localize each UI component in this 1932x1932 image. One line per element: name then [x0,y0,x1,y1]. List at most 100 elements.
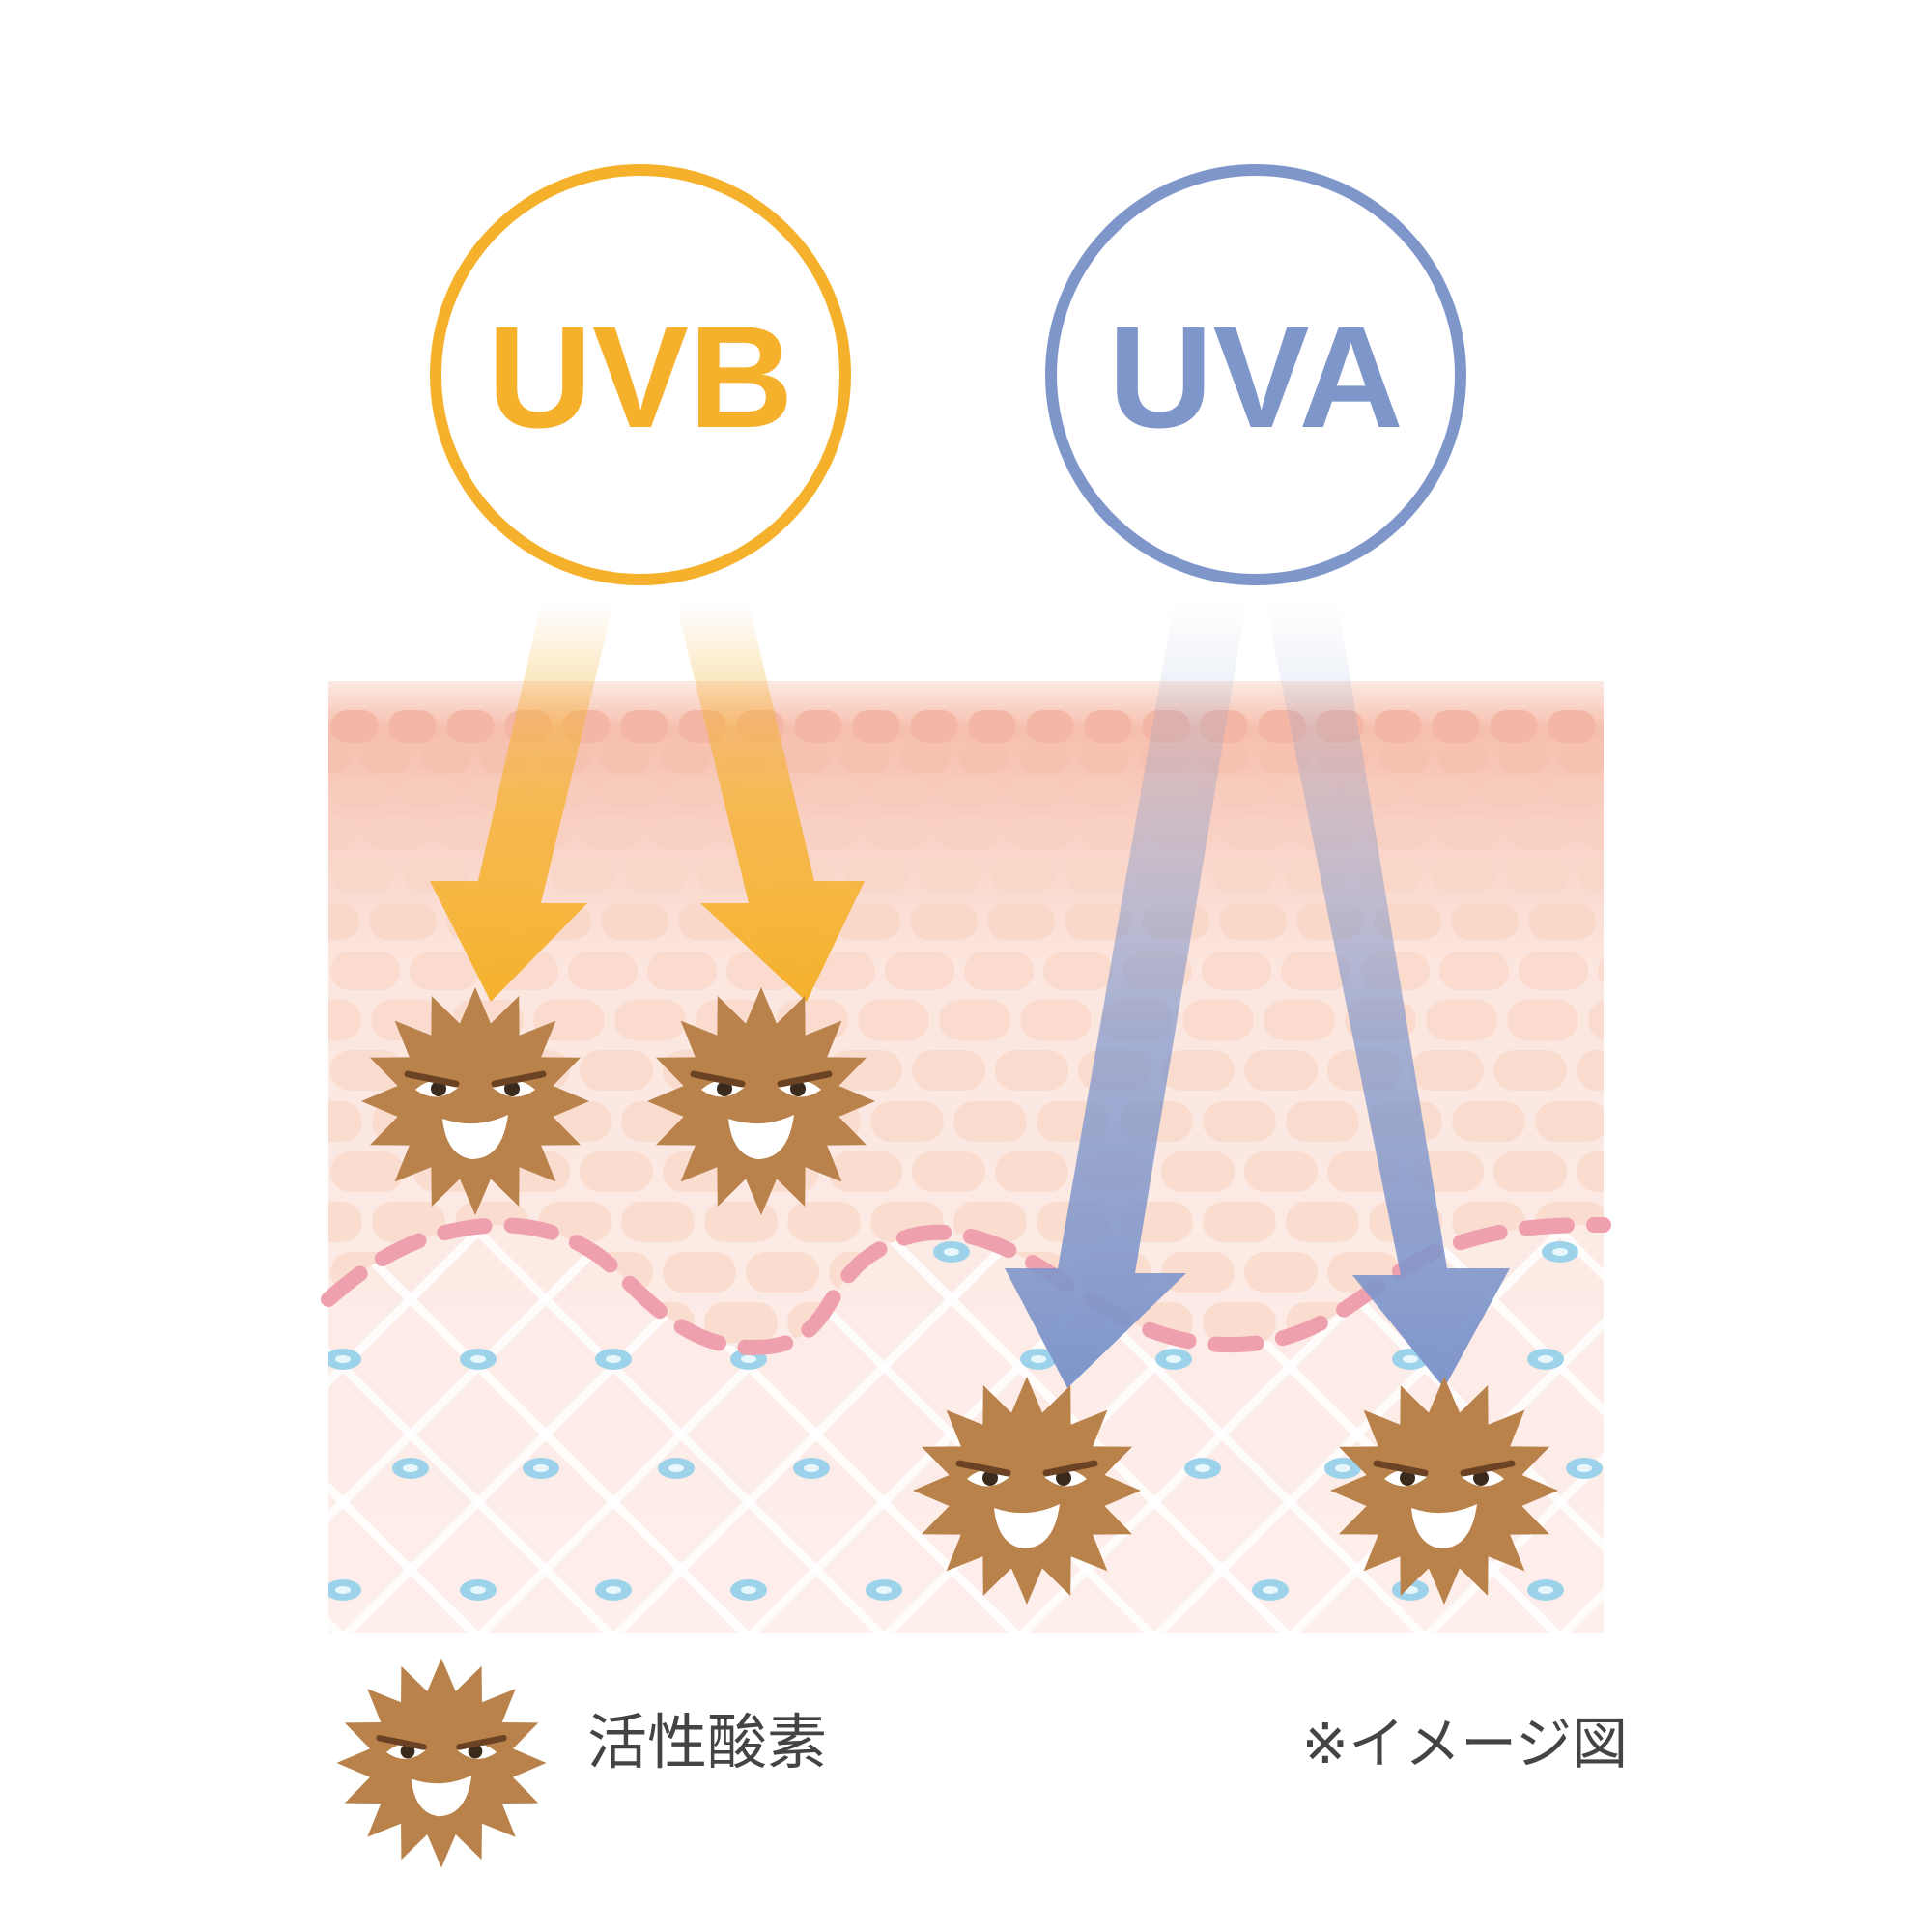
epidermis-cell [1493,1050,1567,1091]
uva-arrows [1005,604,1510,1388]
epidermis-cell [1202,952,1271,990]
epidermis-cell [366,816,428,849]
reactive-oxygen-icon [913,1377,1141,1605]
dermis-dot-highlight [1263,1586,1278,1594]
epidermis-cell [746,1252,819,1293]
epidermis-cell [438,816,499,849]
epidermis-cell [704,1202,778,1242]
epidermis-cell [663,1252,736,1293]
epidermis-cell [899,744,950,773]
epidermis-cell [1203,1101,1276,1142]
epidermis-cell [1065,903,1132,940]
epidermis-cell [910,903,978,940]
ros-brow-left [404,1070,460,1088]
dermis-dot-highlight [470,1586,486,1594]
reactive-oxygen-group [361,987,1558,1605]
ros-pupil-right [468,1744,483,1759]
epidermis-cell [551,858,614,891]
epidermis-cell [580,1151,653,1192]
epidermis-cell [912,1151,985,1192]
epidermis-cell [871,778,929,807]
ros-mouth [442,1115,508,1159]
dermis-dot-highlight [876,1586,892,1594]
dermis-dot-highlight [1403,1355,1418,1363]
epidermis-cell [1378,744,1429,773]
uvb-arrows [430,604,865,1002]
epidermis-cell [870,1101,944,1142]
epidermis-cell [581,816,642,849]
epidermis-cell [1598,952,1604,990]
epidermis-cell [1074,778,1132,807]
ros-brow-left [376,1735,427,1750]
ros-brow-right [491,1070,547,1088]
uvb-arrow-right [676,604,865,1002]
epidermis-cell [991,858,1055,891]
epidermis-cell [1505,858,1569,891]
lattice-line [595,1225,1037,1633]
dermis-dot-highlight [1031,1355,1046,1363]
dermis-dot-highlight [335,1586,351,1594]
epidermis-cell [918,858,981,891]
dermis-dot-highlight [1166,1355,1181,1363]
epidermis-cell [1374,710,1422,743]
uvb-label: UVB [488,296,794,458]
ros-pupil-right [1056,1470,1071,1486]
epidermis-cell [995,1050,1068,1091]
epidermis-cell [1451,903,1519,940]
epidermis-cell [328,1202,362,1242]
epidermis-cell [1548,710,1596,743]
epidermis-cell [1161,1050,1235,1091]
dermis-dot-highlight [606,1355,621,1363]
dermis-dot-highlight [470,1355,486,1363]
epidermis-cell [328,816,356,849]
epidermis-cell [858,1000,929,1040]
epidermis-cell [1007,778,1065,807]
epidermis-cell [660,744,710,773]
lattice-line [328,1225,497,1633]
dermis-dot-highlight [335,1355,351,1363]
epidermis-cell [668,778,726,807]
epidermis-cell [1548,778,1604,807]
epidermis-cell [410,952,479,990]
uva-arrow-left [1005,604,1246,1388]
epidermis-cell [1438,816,1500,849]
reactive-oxygen-icon [336,1658,547,1868]
uvb-badge: UVB [430,164,851,585]
epidermis-cell [1412,778,1470,807]
epidermis-cell [330,778,388,807]
epidermis-cell [1286,1101,1359,1142]
uvb-circle [430,164,851,585]
ros-brow-right [1042,1460,1098,1477]
epidermis-cell [398,778,456,807]
epidermis-cell [1535,1101,1604,1142]
epidermis-cell [1490,710,1538,743]
epidermis-cell [328,744,351,773]
epidermis-cell [910,710,958,743]
ros-pupil-right [790,1081,806,1096]
epidermis-cell [652,816,714,849]
epidermis-cell [1211,858,1275,891]
epidermis-cell [1558,744,1604,773]
epidermis-cell [601,903,668,940]
ros-pupil-right [1473,1470,1489,1486]
epidermis-cell [1507,1000,1578,1040]
epidermis-cell [1182,1000,1254,1040]
epidermis-cell [330,858,394,891]
epidermis-cell [829,1151,902,1192]
epidermis-cell [420,744,470,773]
epidermis-cell [833,903,900,940]
epidermis-cell [1281,952,1350,990]
epidermis-cell [1224,816,1286,849]
ros-body [361,987,589,1215]
reactive-oxygen-icon [647,987,875,1215]
epidermis-cell [780,744,830,773]
epidermis-cell [939,778,997,807]
lattice-line [0,1217,87,1652]
epidermis-cell [1209,778,1267,807]
epidermis-cell [620,710,668,743]
epidermis-cell [328,1000,361,1040]
reactive-oxygen-icon [336,1658,547,1868]
epidermis-cell [1577,1050,1604,1091]
epidermis-cell [968,710,1016,743]
lattice-line [0,1217,222,1652]
